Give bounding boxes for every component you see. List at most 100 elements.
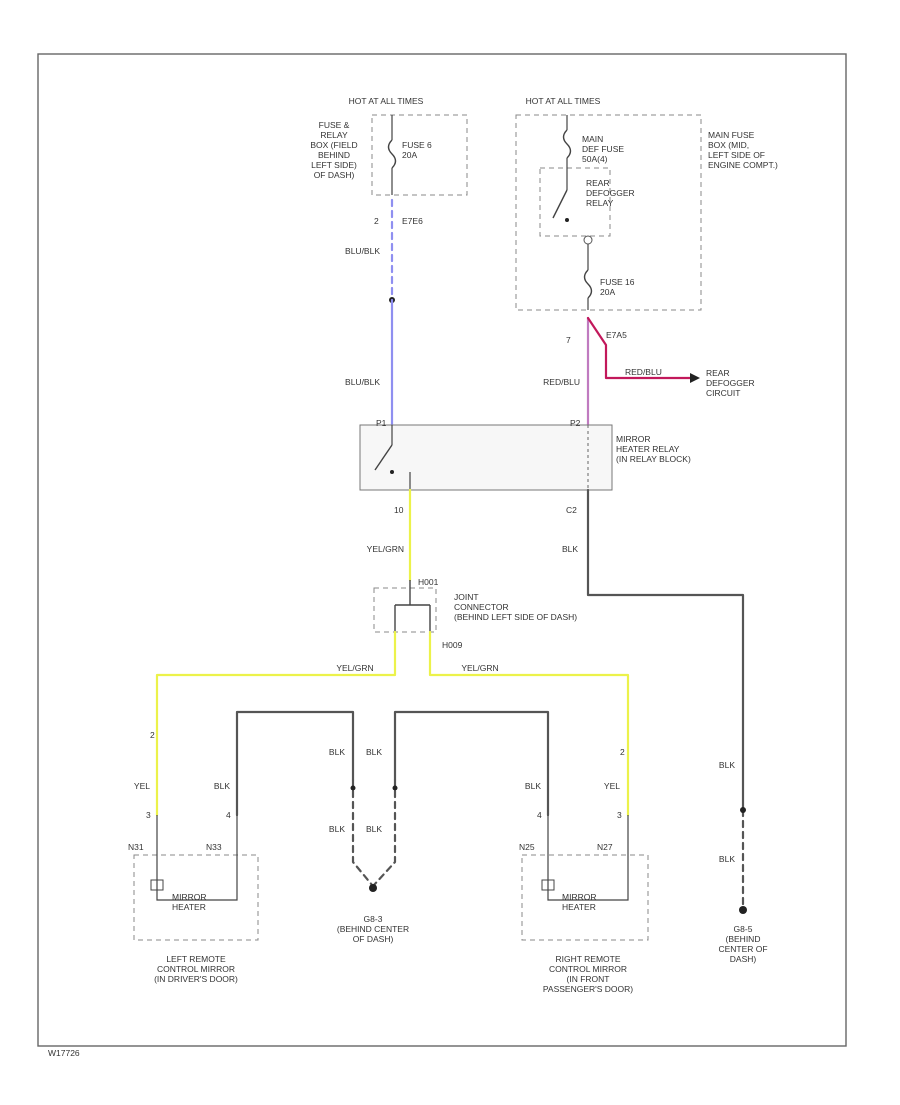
- conn-n31: N31: [128, 842, 144, 852]
- mirror-heater-relay-box: [359, 424, 613, 491]
- label-wire-blk-c: BLK: [329, 824, 345, 834]
- main-def-fuse-label-3: 50A(4): [582, 154, 608, 164]
- relay-pin-br: C2: [566, 505, 577, 515]
- main-def-fuse-label-1: MAIN: [582, 134, 603, 144]
- left-mirror-caption-3: (IN DRIVER'S DOOR): [154, 974, 238, 984]
- rear-defogger-relay-label-1: REAR: [586, 178, 610, 188]
- right-mirror-caption-1: RIGHT REMOTE: [555, 954, 620, 964]
- label-wire-red-blu: RED/BLU: [543, 377, 580, 387]
- joint-connector-box: [373, 587, 437, 633]
- ground-g8-5-symbol: [739, 906, 747, 914]
- label-wire-blk-a: BLK: [329, 747, 345, 757]
- pin-4-right: 4: [537, 810, 542, 820]
- wire-blk-right-mirror: [393, 710, 550, 817]
- conn-n27: N27: [597, 842, 613, 852]
- fuse6-label-1: FUSE 6: [402, 140, 432, 150]
- ground-g8-5-label-3: CENTER OF: [718, 944, 767, 954]
- label-wire-yel-left: YEL: [134, 781, 150, 791]
- rear-defogger-circuit-label-3: CIRCUIT: [706, 388, 740, 398]
- fuse-relay-box-label: FUSE & RELAY BOX (FIELD BEHIND LEFT SIDE…: [310, 120, 357, 180]
- main-fuse-box-label-2: BOX (MID,: [708, 140, 749, 150]
- rear-defogger-relay-switch: [552, 189, 568, 219]
- ground-g8-3-label-1: G8-3: [364, 914, 383, 924]
- main-fuse-box-label: MAIN FUSE BOX (MID, LEFT SIDE OF ENGINE …: [708, 130, 778, 170]
- relay-pin-bl: 10: [394, 505, 404, 515]
- label-wire-blk-e: BLK: [214, 781, 230, 791]
- main-fuse-box: [515, 114, 702, 311]
- label-wire-blk-1: BLK: [562, 544, 578, 554]
- main-fuse-box-label-4: ENGINE COMPT.): [708, 160, 778, 170]
- wire-red-heavy: [586, 316, 692, 380]
- conn-left-fuse: E7E6: [402, 216, 423, 226]
- fuse16-symbol: [583, 269, 593, 299]
- pin-2-right: 2: [620, 747, 625, 757]
- label-wire-blu-blk-2: BLU/BLK: [345, 377, 380, 387]
- rear-defogger-relay-label-2: DEFOGGER: [586, 188, 635, 198]
- main-fuse-box-label-1: MAIN FUSE: [708, 130, 755, 140]
- wire-blk-right-ground: [372, 778, 397, 887]
- ground-g8-3-symbol: [369, 884, 377, 892]
- splice-blk-g5: [740, 807, 746, 813]
- footer-code: W17726: [48, 1048, 80, 1058]
- joint-connector-label-1: JOINT: [454, 592, 479, 602]
- wire-yel-grn-right: [428, 630, 630, 817]
- ground-g8-5-label-4: DASH): [730, 954, 757, 964]
- pin-left-fuse: 2: [374, 216, 379, 226]
- label-wire-yel-grn-right: YEL/GRN: [461, 663, 498, 673]
- rear-defogger-circuit-label-1: REAR: [706, 368, 730, 378]
- label-wire-yel-grn-left: YEL/GRN: [336, 663, 373, 673]
- fuse6-label-2: 20A: [402, 150, 417, 160]
- right-mirror-caption-2: CONTROL MIRROR: [549, 964, 627, 974]
- joint-connector-label-2: CONNECTOR: [454, 602, 509, 612]
- fuse-relay-box-label-5: LEFT SIDE): [311, 160, 357, 170]
- relay-pin-tr: P2: [570, 418, 581, 428]
- rear-defogger-circuit-label-2: DEFOGGER: [706, 378, 755, 388]
- label-wire-yel-grn-1: YEL/GRN: [367, 544, 404, 554]
- right-mirror-box: [521, 854, 649, 941]
- ground-g8-3-label-3: OF DASH): [353, 934, 394, 944]
- fuse16-label-1: FUSE 16: [600, 277, 635, 287]
- fuse-relay-box-label-2: RELAY: [320, 130, 348, 140]
- conn-right-fuse: E7A5: [606, 330, 627, 340]
- mirror-heater-relay-label-1: MIRROR: [616, 434, 650, 444]
- hot-at-all-times-left: HOT AT ALL TIMES: [349, 96, 424, 106]
- rear-defogger-relay-box: [539, 167, 611, 237]
- label-wire-blk-b: BLK: [366, 747, 382, 757]
- ground-g8-3-label-2: (BEHIND CENTER: [337, 924, 409, 934]
- relay-switch: [374, 444, 393, 471]
- left-mirror-box: [133, 854, 259, 941]
- joint-id-top: H001: [418, 577, 439, 587]
- right-mirror-heater-element: [547, 815, 629, 901]
- splice-blk-a: [350, 785, 356, 791]
- label-wire-blk-h: BLK: [719, 854, 735, 864]
- label-wire-blk-g: BLK: [719, 760, 735, 770]
- label-wire-red-blu-2: RED/BLU: [625, 367, 662, 377]
- relay-pin-tl: P1: [376, 418, 387, 428]
- pin-2-left: 2: [150, 730, 155, 740]
- fuse6-symbol: [387, 139, 397, 169]
- left-mirror-heater-element: [156, 815, 238, 901]
- fuse-relay-box-label-6: OF DASH): [314, 170, 355, 180]
- arrow-rear-defogger: [690, 373, 700, 383]
- mirror-heater-right-label-1: MIRROR: [562, 892, 596, 902]
- mirror-heater-left-label-2: HEATER: [172, 902, 206, 912]
- rear-defogger-relay-contact: [565, 218, 569, 222]
- left-mirror-caption-1: LEFT REMOTE: [166, 954, 226, 964]
- relay-switch-contact: [390, 470, 394, 474]
- wire-yel-grn-left: [155, 630, 397, 817]
- wire-blk-left-mirror: [235, 710, 355, 817]
- label-wire-yel-right: YEL: [604, 781, 620, 791]
- mirror-heater-right-label-2: HEATER: [562, 902, 596, 912]
- mirror-heater-left-label-1: MIRROR: [172, 892, 206, 902]
- right-mirror-caption-3: (IN FRONT: [567, 974, 610, 984]
- fuse-relay-box-label-3: BOX (FIELD: [310, 140, 357, 150]
- main-def-fuse-label-2: DEF FUSE: [582, 144, 624, 154]
- left-mirror-heater-symbol: [150, 879, 164, 891]
- conn-n33: N33: [206, 842, 222, 852]
- wire-blk-left-ground: [351, 778, 374, 887]
- hot-at-all-times-right: HOT AT ALL TIMES: [526, 96, 601, 106]
- pin-4-left: 4: [226, 810, 231, 820]
- joint-connector-label-3: (BEHIND LEFT SIDE OF DASH): [454, 612, 577, 622]
